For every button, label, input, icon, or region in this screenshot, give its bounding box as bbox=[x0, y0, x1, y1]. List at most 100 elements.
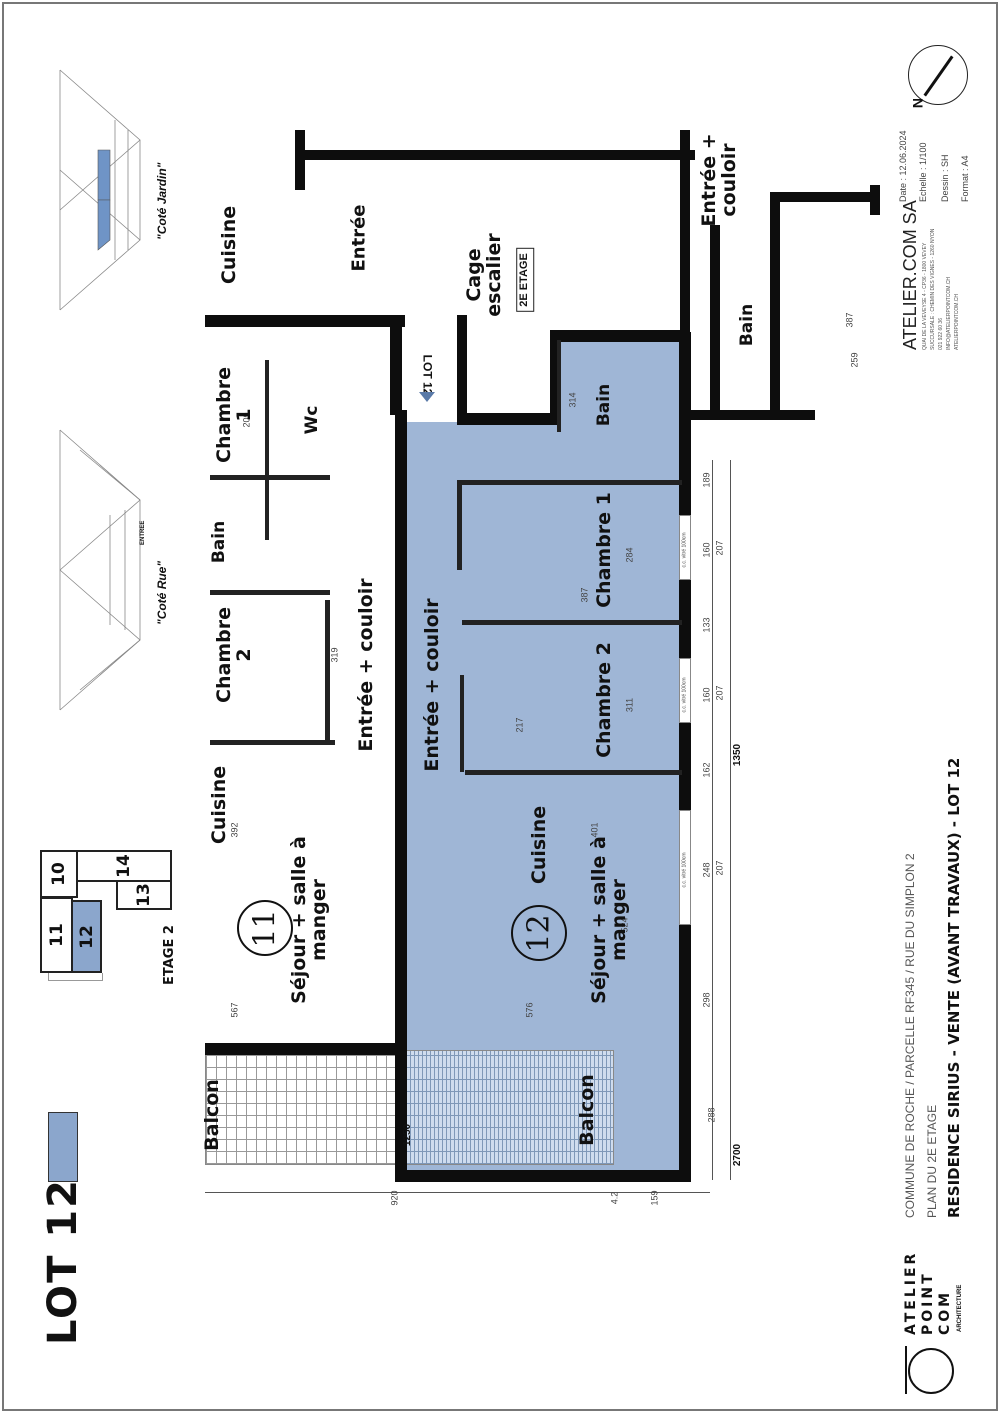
wall bbox=[550, 330, 560, 425]
logo-line-point: POINT bbox=[920, 1271, 936, 1335]
wall bbox=[457, 315, 467, 425]
wall bbox=[685, 410, 815, 420]
wall bbox=[770, 192, 780, 287]
dim-chambre1-284: 284 bbox=[624, 547, 635, 563]
dim-balcony-1250: 1250 bbox=[401, 1123, 413, 1147]
north-arrow-icon bbox=[923, 55, 954, 97]
room-label-u12-couloir: Entrée + couloir bbox=[421, 598, 444, 772]
dim-facade-160a: 160 bbox=[701, 542, 712, 558]
unit-12-bain-fill bbox=[557, 332, 679, 432]
plan-name: PLAN DU 2E ETAGE bbox=[925, 1104, 939, 1218]
logo-line-com: COM bbox=[937, 1289, 953, 1335]
wall bbox=[295, 130, 305, 190]
wall bbox=[457, 480, 682, 485]
wall bbox=[557, 340, 561, 432]
room-label-u13-entree: Entrée + couloir bbox=[698, 133, 740, 227]
room-label-u11-sejour: Séjour + salle à manger bbox=[288, 836, 330, 1004]
dim-chambre1-387: 387 bbox=[579, 587, 590, 603]
room-label-u11-cuisine: Cuisine bbox=[208, 765, 231, 845]
wall bbox=[295, 150, 695, 160]
room-label-u12-chambre2: Chambre 2 bbox=[593, 642, 616, 758]
room-label-u12-sejour: Séjour + salle à manger bbox=[588, 836, 630, 1004]
legend-swatch bbox=[48, 1112, 78, 1182]
window-note: c.c. vitré 100cm bbox=[681, 852, 688, 888]
key-plan: 10 14 13 11 12 bbox=[40, 845, 180, 1005]
company-name: ATELIER.COM SA bbox=[900, 200, 920, 350]
wall bbox=[457, 413, 557, 425]
dim-facade-248: 248 bbox=[701, 862, 712, 878]
dimension-line bbox=[205, 1192, 710, 1193]
wall bbox=[465, 770, 682, 775]
info-format: Format : A4 bbox=[960, 155, 970, 202]
key-unit-12: 12 bbox=[71, 900, 102, 973]
wall bbox=[205, 1043, 395, 1055]
key-unit-10: 10 bbox=[40, 850, 78, 898]
wall bbox=[210, 590, 330, 595]
dim-sejour-576: 576 bbox=[524, 1002, 535, 1018]
balcony-unit-11 bbox=[205, 1050, 401, 1165]
axonometric-entree-label: ENTREE bbox=[140, 520, 146, 545]
stair-floor-badge: 2E ETAGE bbox=[516, 248, 534, 312]
room-label-u11-cuisine-top: Cuisine bbox=[218, 205, 241, 285]
unit-number-12: 12 bbox=[511, 905, 567, 961]
logo-mark-icon bbox=[908, 1348, 954, 1394]
entry-arrow-icon bbox=[419, 392, 435, 402]
address-line: QUAI DE LA VEVEYSE 4 - CP36 - 1800 VEVEY bbox=[922, 242, 928, 350]
dim-facade-189: 189 bbox=[701, 472, 712, 488]
north-label: N bbox=[909, 97, 926, 109]
key-unit-14: 14 bbox=[76, 850, 172, 882]
room-label-u12-bain: Bain bbox=[594, 383, 615, 427]
info-scale: Echelle : 1/100 bbox=[918, 142, 928, 202]
axonometric-cote-rue bbox=[59, 429, 141, 711]
dimension-line bbox=[712, 460, 713, 1180]
dim-u13-259: 259 bbox=[849, 352, 860, 368]
logo-subtitle: ARCHITECTURE bbox=[957, 1284, 963, 1332]
dim-bain-314: 314 bbox=[567, 392, 578, 408]
dimension-line bbox=[730, 460, 731, 1180]
wall bbox=[390, 315, 402, 415]
dim-u11-sejour-567: 567 bbox=[229, 1002, 240, 1018]
wall bbox=[325, 600, 330, 745]
axonometric-caption-rue: "Coté Rue" bbox=[155, 560, 169, 625]
wall bbox=[870, 185, 880, 215]
axonometric-cote-jardin bbox=[59, 69, 141, 311]
north-compass bbox=[908, 45, 968, 105]
dim-4-2: 4.2 bbox=[609, 1191, 620, 1205]
dim-couloir-217: 217 bbox=[514, 717, 525, 733]
room-label-u11-balcon: Balcon bbox=[201, 1079, 224, 1151]
key-unit-13: 13 bbox=[116, 880, 172, 910]
dim-facade-133: 133 bbox=[701, 617, 712, 633]
website: ATELIERPOINTCOM.CH bbox=[954, 293, 960, 350]
wall bbox=[770, 285, 780, 410]
wall bbox=[210, 740, 335, 745]
room-label-u11-couloir: Entrée + couloir bbox=[355, 578, 378, 752]
key-balcony bbox=[48, 973, 103, 981]
key-plan-floor-label: ETAGE 2 bbox=[162, 925, 177, 985]
dim-window-207b: 207 bbox=[714, 685, 725, 701]
key-unit-11: 11 bbox=[40, 897, 73, 973]
dim-window-207a: 207 bbox=[714, 540, 725, 556]
dim-u11-chambre2-319: 319 bbox=[329, 647, 340, 663]
wall bbox=[205, 315, 405, 327]
dim-159: 159 bbox=[649, 1190, 660, 1206]
room-label-u12-cuisine: Cuisine bbox=[528, 805, 551, 885]
dim-920: 920 bbox=[389, 1190, 400, 1206]
wall bbox=[680, 130, 690, 340]
unit-number-11: 11 bbox=[237, 900, 293, 956]
project-title: RESIDENCE SIRIUS - VENTE (AVANT TRAVAUX)… bbox=[945, 757, 963, 1218]
wall bbox=[265, 360, 269, 540]
room-label-u11-entree: Entrée bbox=[348, 204, 370, 272]
wall bbox=[770, 192, 880, 202]
wall bbox=[462, 620, 682, 625]
dim-overall-2700: 2700 bbox=[731, 1143, 743, 1167]
wall bbox=[710, 225, 720, 410]
axonometric-caption-jardin: "Coté Jardin" bbox=[155, 162, 169, 240]
wall bbox=[457, 480, 462, 570]
wall bbox=[679, 332, 691, 1180]
room-label-u12-chambre1: Chambre 1 bbox=[593, 492, 616, 608]
window bbox=[679, 515, 691, 580]
room-label-u11-chambre1: Chambre 1 bbox=[213, 367, 255, 463]
wall bbox=[210, 475, 330, 480]
wall bbox=[550, 330, 690, 342]
